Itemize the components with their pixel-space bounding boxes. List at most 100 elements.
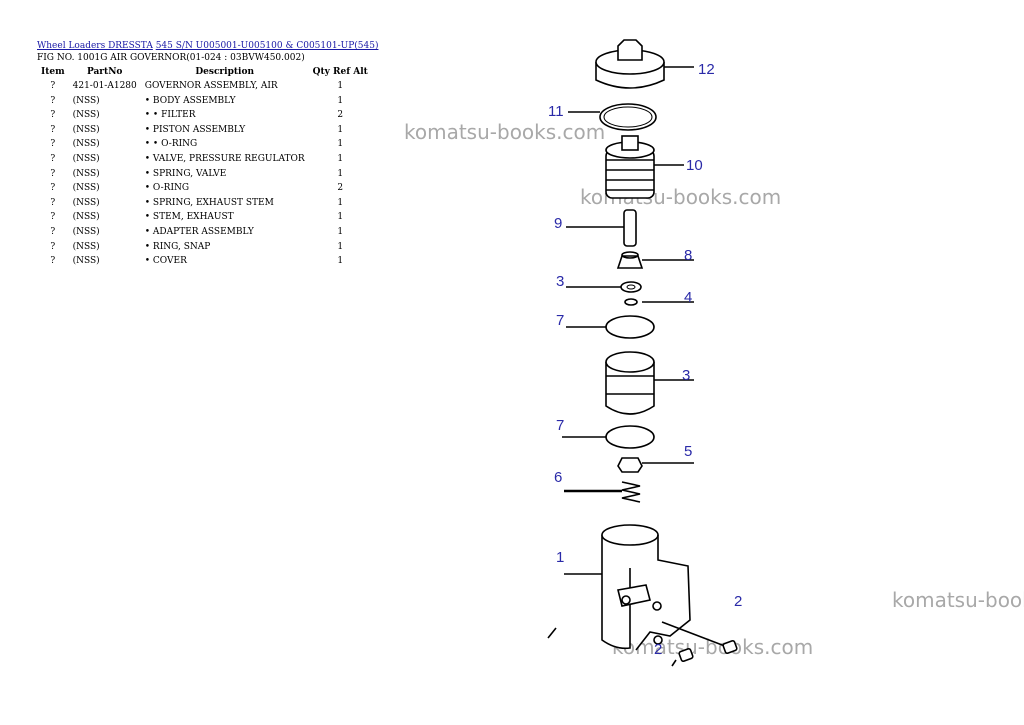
table-row: ? (NSS) • • O-RING 1 <box>37 137 372 152</box>
callout-1: 1 <box>556 549 564 566</box>
row-description: • PISTON ASSEMBLY <box>144 124 246 135</box>
exploded-parts-diagram: 12 11 10 9 8 3 4 7 3 7 5 6 1 2 2 <box>547 39 742 667</box>
row-item: ? <box>50 197 56 208</box>
cover-part <box>595 39 694 89</box>
row-partno: (NSS) <box>72 110 100 121</box>
row-qty: 1 <box>337 197 344 208</box>
row-description: • STEM, EXHAUST <box>144 212 234 223</box>
row-item: ? <box>50 95 56 106</box>
parts-table: Item PartNo Description Qty Ref Alt ? 421… <box>37 66 372 269</box>
row-qty: 1 <box>337 124 344 135</box>
callout-3: 3 <box>556 273 564 290</box>
row-description: • • FILTER <box>144 110 196 121</box>
row-partno: (NSS) <box>72 168 100 179</box>
row-partno: (NSS) <box>72 139 100 150</box>
valve-body-part <box>605 351 694 415</box>
table-row: ? 421-01-A1280 GOVERNOR ASSEMBLY, AIR 1 <box>37 79 372 94</box>
table-row: ? (NSS) • O-RING 2 <box>37 181 372 196</box>
row-item: ? <box>50 110 56 121</box>
row-qty: 1 <box>337 212 344 223</box>
row-partno: (NSS) <box>72 197 100 208</box>
row-partno: 421-01-A1280 <box>72 81 137 91</box>
row-item: ? <box>50 153 56 164</box>
callout-7b: 7 <box>556 417 564 434</box>
callout-7: 7 <box>556 312 564 329</box>
o-ring-tiny-part <box>624 298 694 306</box>
callout-5: 5 <box>684 443 692 460</box>
row-description: • SPRING, EXHAUST STEM <box>144 197 274 208</box>
row-description: • SPRING, VALVE <box>144 168 227 179</box>
row-item: ? <box>50 139 56 150</box>
row-description: • VALVE, PRESSURE REGULATOR <box>144 153 305 164</box>
table-row: ? (NSS) • • FILTER 2 <box>37 108 372 123</box>
piston-assembly-part <box>605 135 684 199</box>
column-item: Item <box>41 67 65 77</box>
callout-4: 4 <box>684 289 692 306</box>
callout-2b: 2 <box>654 641 662 658</box>
column-partno: PartNo <box>86 67 123 77</box>
o-ring-lower-part <box>562 425 655 449</box>
row-description: GOVERNOR ASSEMBLY, AIR <box>144 81 278 91</box>
row-item: ? <box>50 81 56 91</box>
snap-ring-part <box>568 103 657 131</box>
row-item: ? <box>50 256 56 267</box>
body-assembly-part <box>547 524 731 651</box>
callout-3b: 3 <box>682 367 690 384</box>
row-item: ? <box>50 241 56 252</box>
table-row: ? (NSS) • ADAPTER ASSEMBLY 1 <box>37 225 372 240</box>
callout-11: 11 <box>548 103 564 120</box>
row-item: ? <box>50 212 56 223</box>
row-description: • • O-RING <box>144 139 198 150</box>
row-partno: (NSS) <box>72 241 100 252</box>
filter-part <box>671 640 738 667</box>
pressure-valve-part <box>617 457 694 473</box>
valve-spring-part <box>564 481 641 503</box>
row-qty: 2 <box>337 110 344 121</box>
callout-6: 6 <box>554 469 562 486</box>
callout-12: 12 <box>698 61 715 78</box>
serial-link[interactable]: 545 S/N U005001-U005100 & C005101-UP(545… <box>155 41 379 51</box>
watermark-text: komatsu-books.com <box>892 588 1024 612</box>
row-qty: 1 <box>337 95 344 106</box>
row-qty: 1 <box>337 139 344 150</box>
o-ring-small-part <box>566 281 642 293</box>
row-description: • O-RING <box>144 183 190 194</box>
row-item: ? <box>50 183 56 194</box>
callout-10: 10 <box>686 157 703 174</box>
row-description: • COVER <box>144 256 187 267</box>
column-description: Description <box>195 67 255 77</box>
machine-link[interactable]: Wheel Loaders DRESSTA <box>37 41 153 51</box>
table-row: ? (NSS) • SPRING, EXHAUST STEM 1 <box>37 196 372 211</box>
row-partno: (NSS) <box>72 183 100 194</box>
table-row: ? (NSS) • COVER 1 <box>37 254 372 269</box>
row-description: • ADAPTER ASSEMBLY <box>144 226 254 237</box>
row-qty: 1 <box>337 168 344 179</box>
exhaust-stem-part <box>566 209 637 247</box>
table-row: ? (NSS) • BODY ASSEMBLY 1 <box>37 94 372 109</box>
table-row: ? (NSS) • SPRING, VALVE 1 <box>37 167 372 182</box>
row-partno: (NSS) <box>72 124 100 135</box>
row-item: ? <box>50 124 56 135</box>
row-item: ? <box>50 226 56 237</box>
row-description: • BODY ASSEMBLY <box>144 95 236 106</box>
row-partno: (NSS) <box>72 95 100 106</box>
row-item: ? <box>50 168 56 179</box>
row-partno: (NSS) <box>72 226 100 237</box>
row-qty: 1 <box>337 226 344 237</box>
row-description: • RING, SNAP <box>144 241 211 252</box>
row-partno: (NSS) <box>72 212 100 223</box>
callout-9: 9 <box>554 215 562 232</box>
watermark-text: komatsu-books.com <box>404 120 606 144</box>
row-partno: (NSS) <box>72 256 100 267</box>
spring-exhaust-stem-part <box>616 251 694 269</box>
row-qty: 1 <box>337 81 344 91</box>
row-qty: 2 <box>337 183 344 194</box>
row-qty: 1 <box>337 256 344 267</box>
row-qty: 1 <box>337 241 344 252</box>
breadcrumb: Wheel Loaders DRESSTA 545 S/N U005001-U0… <box>37 40 378 52</box>
parts-table-body: ? 421-01-A1280 GOVERNOR ASSEMBLY, AIR 1? (NS… <box>37 79 372 269</box>
row-partno: (NSS) <box>72 153 100 164</box>
column-qty: Qty Ref Alt <box>312 67 368 77</box>
parts-table-header: Item PartNo Description Qty Ref Alt <box>37 66 372 79</box>
